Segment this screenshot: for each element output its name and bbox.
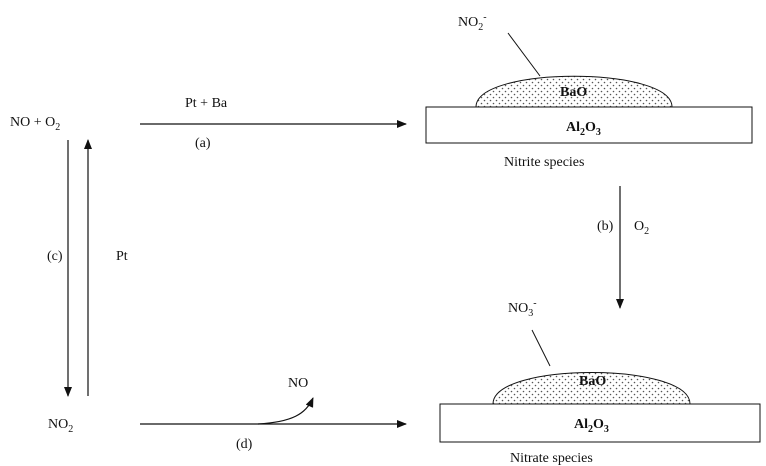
nitrate-ion-label: NO3- — [508, 298, 537, 319]
nitrate-ion-pointer — [531, 329, 551, 367]
arrow-d-released-no: NO — [288, 376, 308, 391]
arrow-d-no-release — [257, 397, 314, 425]
nitrite-bao-label: BaO — [560, 85, 587, 100]
nitrite-ion-label: NO2- — [458, 12, 487, 33]
arrow-a-step-label: (a) — [195, 136, 211, 151]
nitrite-ion-pointer — [507, 32, 541, 77]
arrow-d-step-label: (d) — [236, 437, 253, 452]
nitrite-bao-layer — [475, 75, 673, 108]
nitrate-bao-label: BaO — [579, 374, 606, 389]
nitrite-al2o3-support — [425, 106, 753, 144]
nitrate-al2o3-support — [439, 403, 761, 443]
nitrate-bao-layer — [492, 372, 691, 405]
nitrite-caption: Nitrite species — [504, 155, 584, 170]
arrow-a-reagent: Pt + Ba — [185, 96, 228, 111]
arrow-b-reagent: O2 — [634, 219, 649, 237]
nitrate-caption: Nitrate species — [510, 451, 593, 466]
arrow-b-step-label: (b) — [597, 219, 614, 234]
reactant-label: NO + O2 — [10, 115, 60, 133]
no2-label: NO2 — [48, 417, 73, 435]
arrow-c-step-label: (c) — [47, 249, 63, 264]
nitrate-al2o3-label: Al2O3 — [574, 417, 609, 435]
catalyst-pt-label: Pt — [116, 249, 128, 264]
nitrite-al2o3-label: Al2O3 — [566, 120, 601, 138]
